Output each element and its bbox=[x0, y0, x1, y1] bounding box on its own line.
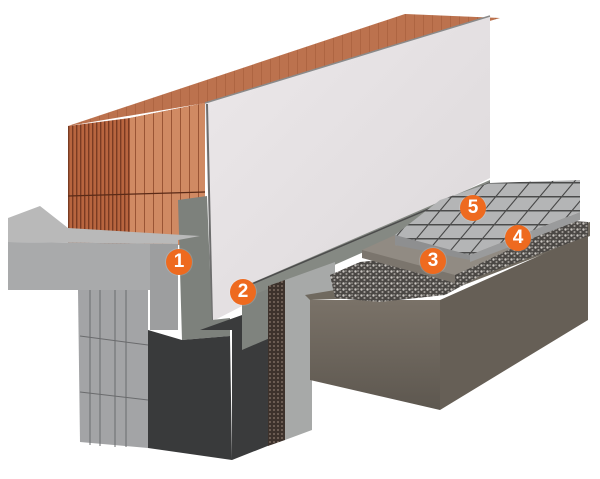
marker-5[interactable]: 5 bbox=[460, 195, 486, 221]
marker-3[interactable]: 3 bbox=[420, 248, 446, 274]
waterproof-membrane-vertical bbox=[178, 196, 230, 340]
marker-1[interactable]: 1 bbox=[166, 249, 192, 275]
marker-4[interactable]: 4 bbox=[505, 225, 531, 251]
paving-stones bbox=[395, 180, 580, 255]
concrete-ring-beam-front bbox=[8, 242, 178, 290]
concrete-ring-beam-top bbox=[8, 206, 200, 244]
soil-side bbox=[440, 234, 588, 410]
marker-2[interactable]: 2 bbox=[230, 279, 256, 305]
formwork-blocks bbox=[78, 290, 148, 448]
bitumen-coating bbox=[148, 330, 232, 460]
screed-layer-front bbox=[362, 250, 455, 283]
soil-front bbox=[310, 300, 440, 410]
insulation-board bbox=[205, 16, 490, 320]
dimpled-drainage-membrane bbox=[268, 280, 285, 446]
